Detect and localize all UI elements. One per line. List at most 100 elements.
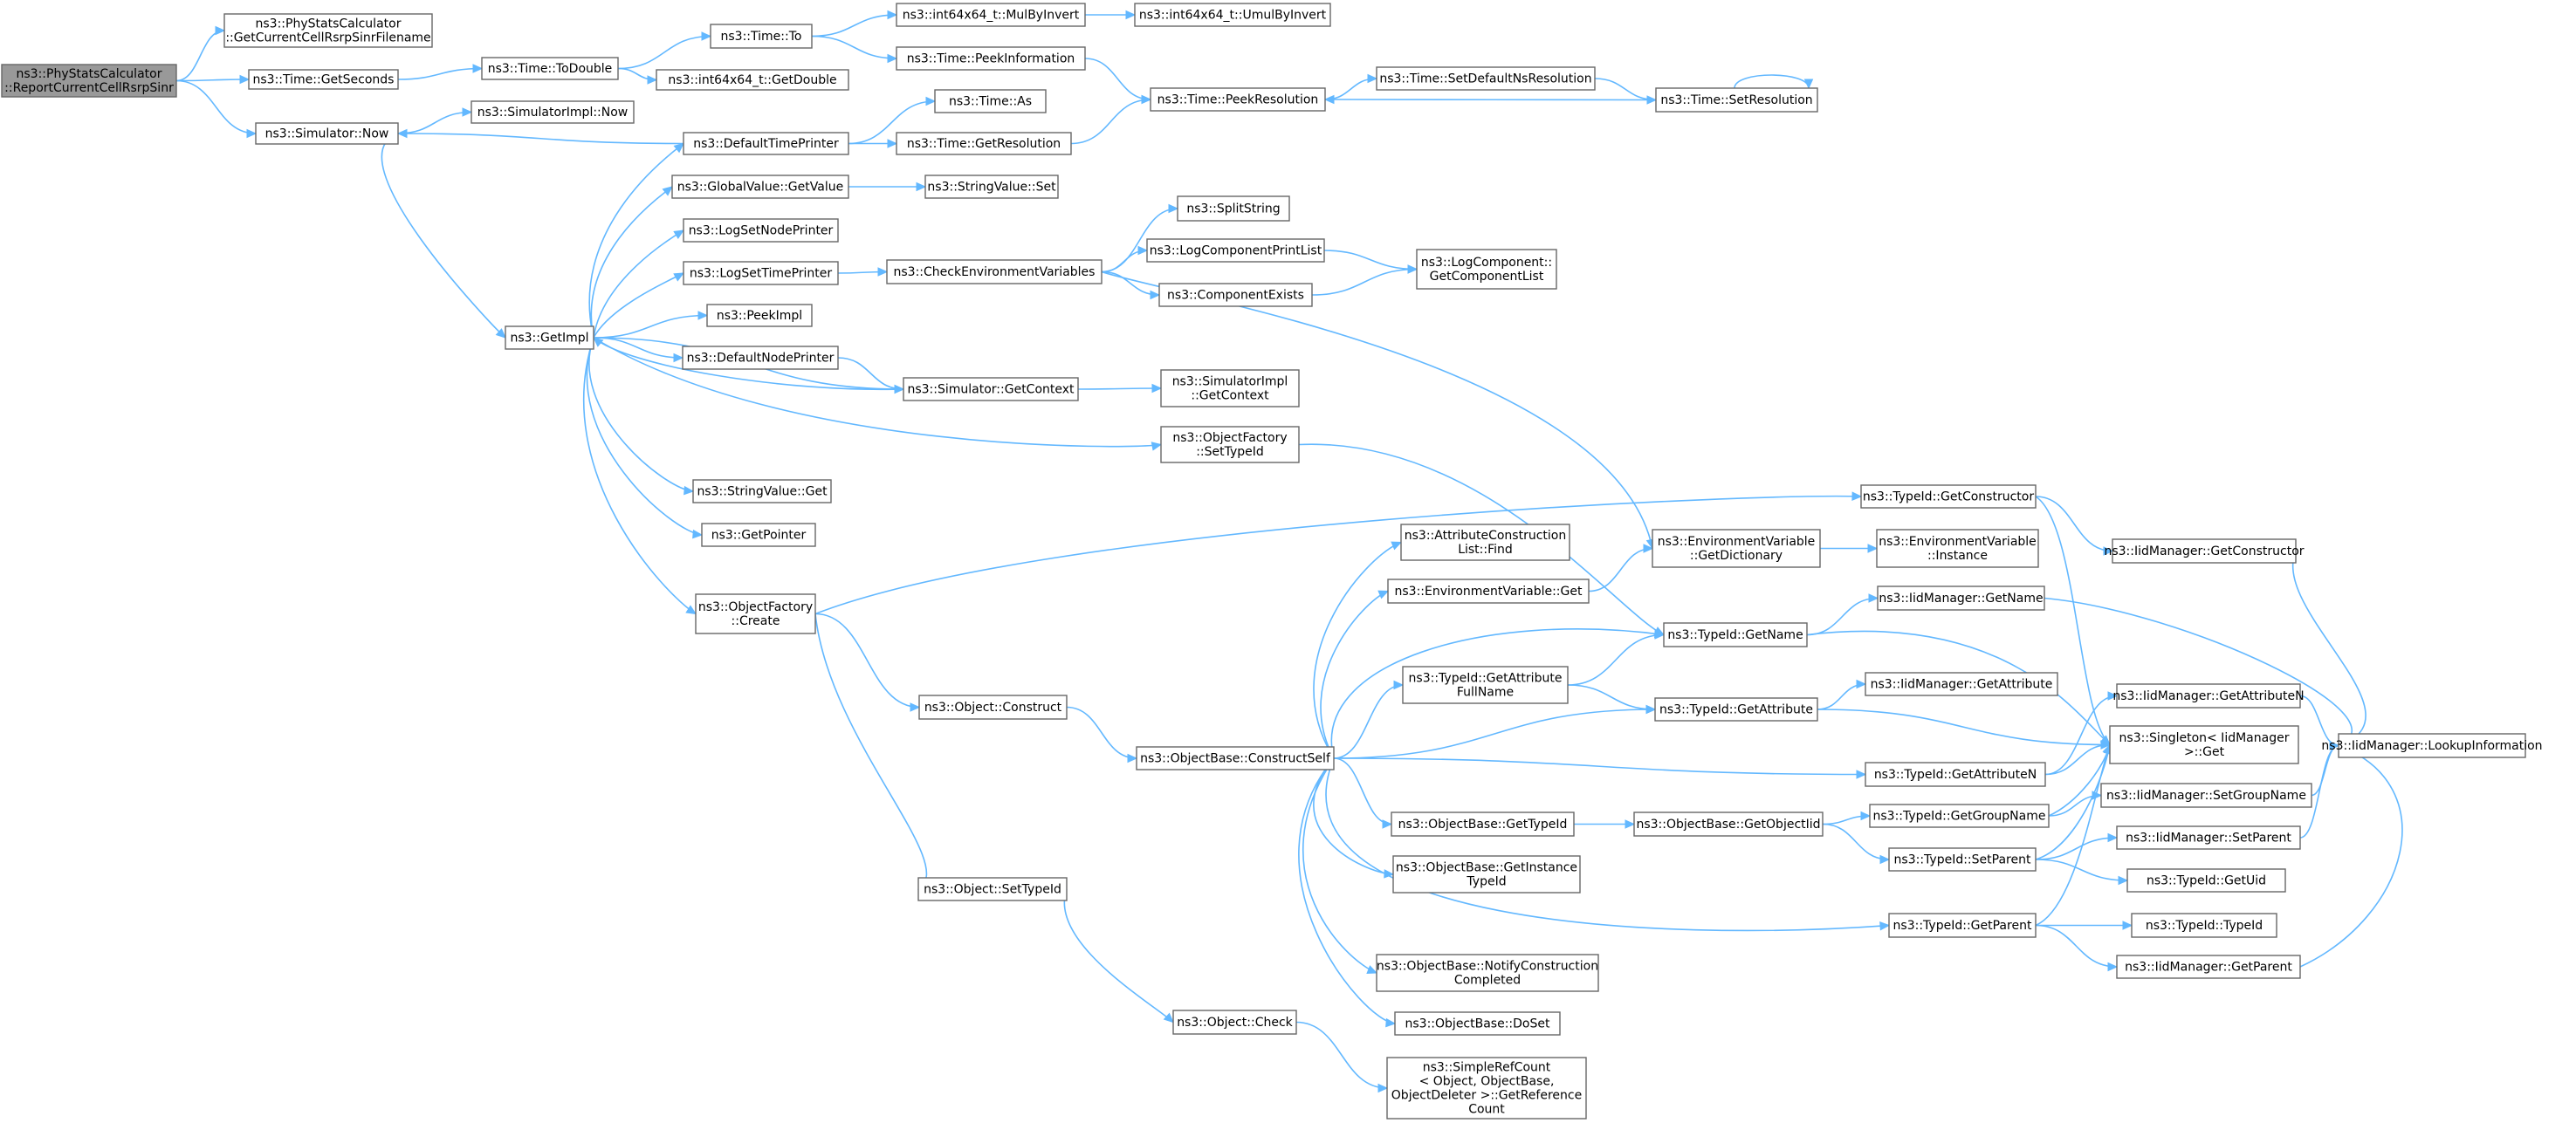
node-iidSetParent[interactable]: ns3::IidManager::SetParent [2116,825,2301,850]
node-objectConstruct[interactable]: ns3::Object::Construct [918,695,1068,720]
node-singletonGet[interactable]: ns3::Singleton< IidManager >::Get [2109,725,2299,764]
node-box[interactable] [1652,529,1821,568]
node-box[interactable] [1150,87,1326,112]
node-box[interactable] [1633,811,1824,837]
node-objBaseDoSet[interactable]: ns3::ObjectBase::DoSet [1394,1011,1561,1036]
node-simImplNow[interactable]: ns3::SimulatorImpl::Now [471,100,635,124]
node-box[interactable] [2131,913,2277,938]
node-box[interactable] [1160,426,1300,463]
node-box[interactable] [248,69,399,90]
node-envVarGetDictionary[interactable]: ns3::EnvironmentVariable::GetDictionary [1652,529,1821,568]
node-logSetNodePrinter[interactable]: ns3::LogSetNodePrinter [683,218,839,243]
node-box[interactable] [1888,847,2037,872]
node-box[interactable] [1888,913,2037,938]
node-umulByInvert[interactable]: ns3::int64x64_t::UmulByInvert [1134,3,1331,27]
node-box[interactable] [1877,585,2045,611]
node-box[interactable] [2116,825,2301,850]
node-box[interactable] [701,523,816,547]
node-int64GetDouble[interactable]: ns3::int64x64_t::GetDouble [656,69,849,91]
node-box[interactable] [917,877,1068,901]
node-simImplGetContext[interactable]: ns3::SimulatorImpl::GetContext [1160,369,1300,407]
node-box[interactable] [2109,725,2299,764]
node-box[interactable] [1158,283,1313,307]
node-envVarGet[interactable]: ns3::EnvironmentVariable::Get [1387,579,1590,604]
node-typeIdGetUid[interactable]: ns3::TypeId::GetUid [2126,868,2286,893]
node-getFilename[interactable]: ns3::PhyStatsCalculator::GetCurrentCellR… [223,13,433,48]
node-box[interactable] [1654,697,1818,722]
node-splitString[interactable]: ns3::SplitString [1177,195,1290,222]
node-box[interactable] [1172,1010,1297,1035]
node-timeAs[interactable]: ns3::Time::As [934,89,1047,113]
node-objFactorySetTypeId[interactable]: ns3::ObjectFactory::SetTypeId [1160,426,1300,463]
node-iidSetGroupName[interactable]: ns3::IidManager::SetGroupName [2100,783,2312,808]
node-box[interactable] [1655,87,1818,113]
node-box[interactable] [1402,666,1569,704]
node-box[interactable] [255,122,399,145]
node-componentExists[interactable]: ns3::ComponentExists [1158,283,1313,307]
node-box[interactable] [692,479,832,503]
node-box[interactable] [682,346,839,370]
node-box[interactable] [695,593,816,634]
node-defaultNodePrinter[interactable]: ns3::DefaultNodePrinter [682,346,839,370]
node-box[interactable] [481,57,619,80]
node-peekInformation[interactable]: ns3::Time::PeekInformation [896,46,1086,71]
node-box[interactable] [896,132,1072,155]
node-checkEnvVars[interactable]: ns3::CheckEnvironmentVariables [886,259,1103,284]
node-box[interactable] [1386,1057,1587,1120]
node-box[interactable] [918,695,1068,720]
node-box[interactable] [903,377,1079,401]
node-box[interactable] [683,132,849,155]
node-globalValueGetValue[interactable]: ns3::GlobalValue::GetValue [671,175,849,199]
node-mulByInvert[interactable]: ns3::int64x64_t::MulByInvert [896,3,1086,27]
node-simNow[interactable]: ns3::Simulator::Now [255,122,399,145]
node-box[interactable] [471,100,635,124]
node-box[interactable] [2112,538,2297,564]
node-objBaseNotifyConstructionCompleted[interactable]: ns3::ObjectBase::NotifyConstructionCompl… [1376,954,1599,992]
node-box[interactable] [1869,804,2050,828]
node-iidGetConstructor[interactable]: ns3::IidManager::GetConstructor [2104,538,2305,564]
node-box[interactable] [1136,746,1335,770]
node-simGetContext[interactable]: ns3::Simulator::GetContext [903,377,1079,401]
node-typeIdGetAttributeN[interactable]: ns3::TypeId::GetAttributeN [1865,762,2046,787]
node-stringValueGet[interactable]: ns3::StringValue::Get [692,479,832,503]
node-peekImpl[interactable]: ns3::PeekImpl [706,304,813,327]
node-typeIdGetName[interactable]: ns3::TypeId::GetName [1663,622,1808,647]
node-box[interactable] [223,13,433,48]
node-iidGetAttributeN[interactable]: ns3::IidManager::GetAttributeN [2112,683,2305,709]
node-box[interactable] [924,175,1059,199]
node-logComponentPrintList[interactable]: ns3::LogComponentPrintList [1146,238,1325,263]
node-box[interactable] [1394,1011,1561,1036]
node-root[interactable]: ns3::PhyStatsCalculator::ReportCurrentCe… [1,64,177,98]
node-box[interactable] [896,3,1086,27]
node-box[interactable] [1376,66,1596,91]
node-box[interactable] [1391,811,1575,837]
node-box[interactable] [505,325,594,350]
node-typeIdGetGroupName[interactable]: ns3::TypeId::GetGroupName [1869,804,2050,828]
node-typeIdGetConstructor[interactable]: ns3::TypeId::GetConstructor [1860,484,2037,509]
node-objectSetTypeId[interactable]: ns3::Object::SetTypeId [917,877,1068,901]
node-box[interactable] [896,46,1086,71]
node-box[interactable] [706,304,813,327]
node-box[interactable] [886,259,1103,284]
node-iidGetName[interactable]: ns3::IidManager::GetName [1877,585,2045,611]
node-iidLookupInformation[interactable]: ns3::IidManager::LookupInformation [2321,733,2543,758]
node-objFactoryCreate[interactable]: ns3::ObjectFactory::Create [695,593,816,634]
node-box[interactable] [1177,195,1290,222]
node-getImpl[interactable]: ns3::GetImpl [505,325,594,350]
node-defaultTimePrinter[interactable]: ns3::DefaultTimePrinter [683,132,849,155]
node-getPointer[interactable]: ns3::GetPointer [701,523,816,547]
node-iidGetParent[interactable]: ns3::IidManager::GetParent [2116,955,2301,979]
node-box[interactable] [671,175,849,199]
node-box[interactable] [2100,783,2312,808]
node-box[interactable] [1876,529,2039,568]
node-box[interactable] [1663,622,1808,647]
node-box[interactable] [1387,579,1590,604]
node-peekResolution[interactable]: ns3::Time::PeekResolution [1150,87,1326,112]
node-toDouble[interactable]: ns3::Time::ToDouble [481,57,619,80]
node-logSetTimePrinter[interactable]: ns3::LogSetTimePrinter [683,261,839,285]
node-box[interactable] [683,218,839,243]
node-objBaseGetTypeId[interactable]: ns3::ObjectBase::GetTypeId [1391,811,1575,837]
